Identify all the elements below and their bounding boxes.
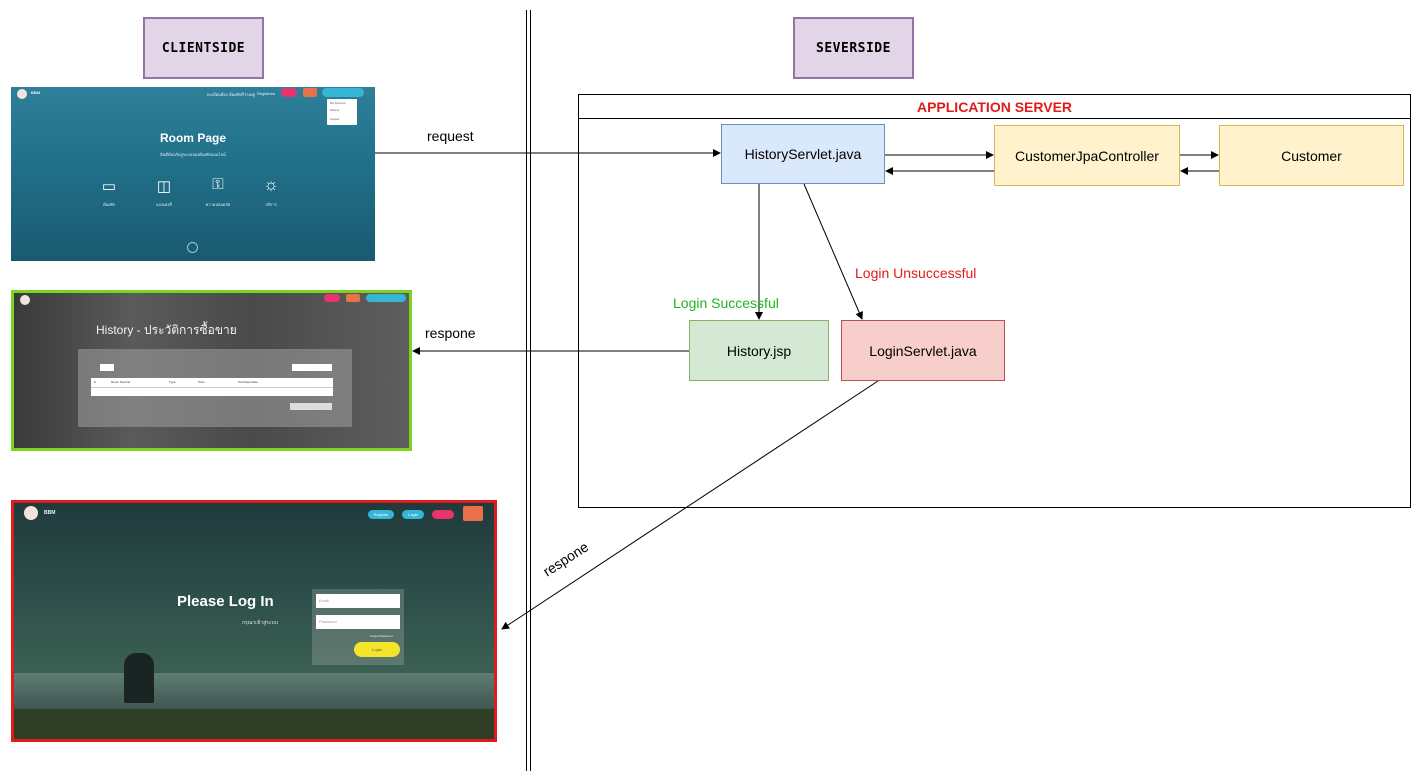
grass xyxy=(14,709,494,739)
login-page-screenshot: BBM Register Login Please Log In กรุณาเข… xyxy=(11,500,497,742)
account-dropdown: My Account History Logout xyxy=(327,99,357,125)
room-nav-2: ห้องพักที่ว่างอยู่ xyxy=(229,92,255,97)
col-type: Type xyxy=(169,380,176,384)
login-servlet-node: LoginServlet.java xyxy=(841,320,1005,381)
register-button[interactable]: Register xyxy=(368,510,394,519)
icon-label-3: ความปลอดภัย xyxy=(205,202,231,207)
table-row xyxy=(91,387,333,388)
login-successful-label: Login Successful xyxy=(673,295,779,311)
application-server-title: APPLICATION SERVER xyxy=(916,99,1073,115)
camera-icon[interactable]: ◫ xyxy=(156,178,172,195)
history-servlet-label: HistoryServlet.java xyxy=(744,146,862,162)
room-nav-1: ทะเบียนห้อง xyxy=(207,92,228,97)
avatar xyxy=(20,295,30,305)
forgot-password-link[interactable]: Forgot Password xyxy=(370,634,393,638)
room-brand: BBM xyxy=(31,90,41,95)
id-card-icon[interactable]: ▭ xyxy=(101,178,117,195)
menu-my-account[interactable]: My Account xyxy=(330,101,346,105)
sun-icon[interactable]: ☼ xyxy=(263,175,279,194)
search-button[interactable] xyxy=(324,294,340,302)
menu-logout[interactable]: Logout xyxy=(330,117,340,121)
password-field[interactable]: Password xyxy=(316,615,400,629)
search-button[interactable] xyxy=(432,510,454,519)
scroll-down-icon[interactable] xyxy=(187,242,198,253)
col-number: # xyxy=(94,380,96,384)
respone-history-label: respone xyxy=(425,325,476,341)
icon-label-2: แกลเลอรี่ xyxy=(156,202,172,207)
history-table: # Room Number Type Price Purchase Date xyxy=(91,378,333,396)
history-page-title: History - ประวัติการซื้อขาย xyxy=(96,323,237,337)
col-room-number: Room Number xyxy=(111,380,131,384)
divider-line-left xyxy=(526,10,527,771)
avatar xyxy=(17,89,27,99)
severside-tag: SEVERSIDE xyxy=(793,17,914,79)
history-servlet-node: HistoryServlet.java xyxy=(721,124,885,184)
servlet-to-login-servlet-arrow xyxy=(803,183,863,320)
login-respone-arrow xyxy=(501,380,879,630)
login-unsuccessful-label: Login Unsuccessful xyxy=(855,265,977,281)
login-subtitle: กรุณาเข้าสู่ระบบ xyxy=(242,620,278,626)
login-servlet-label: LoginServlet.java xyxy=(869,342,977,359)
cart-button[interactable] xyxy=(303,88,317,97)
history-jsp-node: History.jsp xyxy=(689,320,829,381)
room-page-title: Room Page xyxy=(159,131,226,145)
pagination[interactable] xyxy=(290,403,332,410)
cart-button[interactable] xyxy=(463,506,483,521)
clientside-label: CLIENTSIDE xyxy=(161,40,246,56)
entries-select[interactable] xyxy=(100,364,114,371)
request-label: request xyxy=(427,128,474,144)
couple-silhouette xyxy=(124,653,154,703)
customer-jpa-controller-node: CustomerJpaController xyxy=(994,125,1180,186)
customer-node: Customer xyxy=(1219,125,1404,186)
login-submit-button[interactable]: Login xyxy=(354,642,400,657)
severside-label: SEVERSIDE xyxy=(816,40,891,56)
email-field[interactable]: Email xyxy=(316,594,400,608)
history-page-screenshot: History - ประวัติการซื้อขาย # Room Numbe… xyxy=(11,290,412,451)
application-server-box xyxy=(578,94,1411,508)
icon-label-1: ห้องพัก xyxy=(102,202,116,207)
menu-history[interactable]: History xyxy=(330,108,340,112)
room-page-screenshot: BBM ทะเบียนห้อง ห้องพักที่ว่างอยู่ Regis… xyxy=(11,87,375,261)
room-nav-3: Registrars xyxy=(257,91,276,96)
cart-button[interactable] xyxy=(346,294,360,302)
col-purchase-date: Purchase Date xyxy=(238,380,258,384)
customer-jpa-controller-label: CustomerJpaController xyxy=(1015,147,1159,164)
nav-login-button[interactable]: Login xyxy=(402,510,424,519)
account-button[interactable] xyxy=(366,294,406,302)
customer-label: Customer xyxy=(1281,147,1342,164)
table-search-input[interactable] xyxy=(292,364,332,371)
lake-water xyxy=(14,673,494,709)
clientside-tag: CLIENTSIDE xyxy=(143,17,264,79)
account-button[interactable] xyxy=(322,88,364,97)
search-button[interactable] xyxy=(281,88,297,97)
col-price: Price xyxy=(198,380,205,384)
icon-label-4: บริการ xyxy=(265,202,277,207)
avatar xyxy=(24,506,38,520)
login-title: Please Log In xyxy=(177,593,274,610)
application-server-header-divider xyxy=(578,118,1411,119)
room-page-subtitle: ยินดีต้อนรับสู่ระบบจองห้องพักออนไลน์ xyxy=(160,152,226,157)
login-brand: BBM xyxy=(44,510,56,516)
history-jsp-label: History.jsp xyxy=(726,342,792,359)
divider-line-right xyxy=(530,10,531,771)
lock-icon[interactable]: ⚿ xyxy=(212,176,224,193)
history-table-panel: # Room Number Type Price Purchase Date xyxy=(78,349,352,427)
